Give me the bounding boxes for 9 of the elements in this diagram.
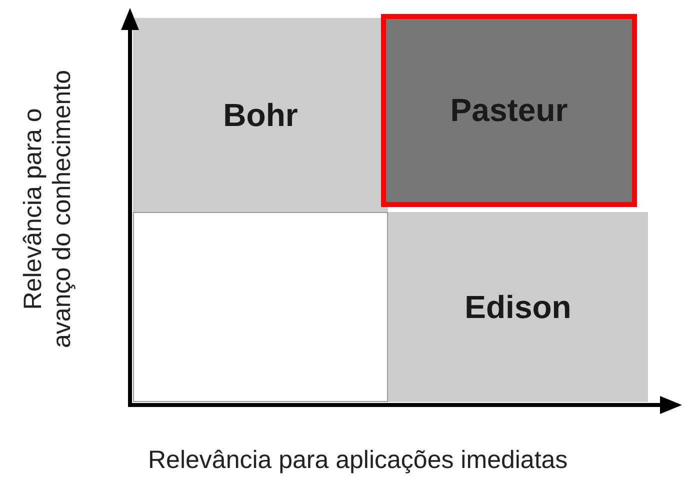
axis-label: Relevância para aplicações imediatas bbox=[148, 446, 568, 475]
axis-label: Relevância para o avanço do conhecimento bbox=[19, 69, 77, 350]
quadrant-box bbox=[133, 18, 388, 212]
highlighted-quadrant-box bbox=[381, 14, 637, 207]
quadrant-box bbox=[133, 212, 388, 402]
quadrant-label: Edison bbox=[464, 288, 572, 326]
quadrant-label: Bohr bbox=[223, 96, 298, 134]
quadrant-label: Pasteur bbox=[450, 92, 568, 129]
quadrant-box bbox=[388, 212, 648, 402]
